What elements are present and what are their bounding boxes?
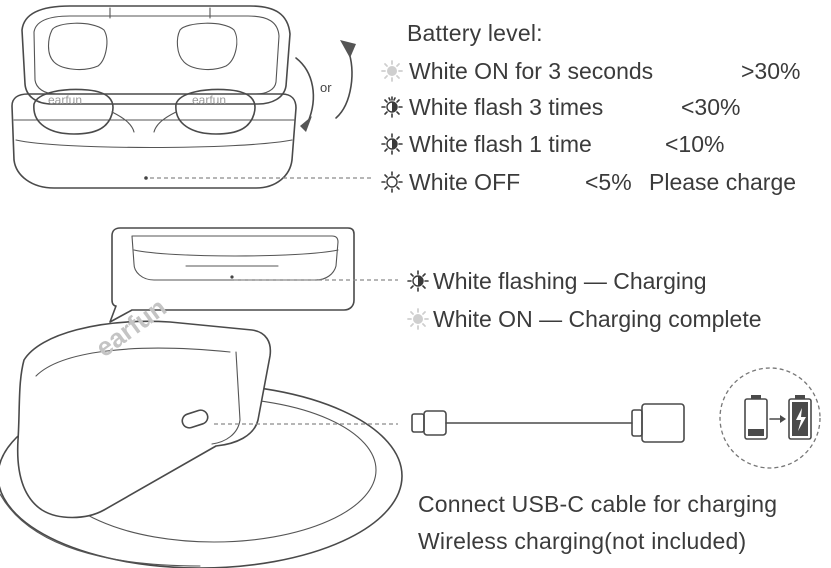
charging-complete-row: White ON — Charging complete	[407, 305, 827, 335]
charging-complete-text: White ON — Charging complete	[433, 306, 762, 332]
usb-c-cable	[411, 403, 685, 443]
light-on-icon	[407, 308, 429, 330]
battery-charging-icon	[719, 367, 821, 469]
light-flash-3-icon	[381, 96, 403, 118]
open-close-arrows	[295, 40, 356, 132]
battery-row-high: White ON for 3 seconds >30%	[381, 57, 821, 87]
or-label: or	[320, 80, 332, 95]
closed-charging-case: earfun	[16, 292, 272, 519]
battery-row-note: Please charge	[649, 169, 797, 195]
battery-row-label: White OFF	[409, 169, 521, 195]
battery-row-value: >30%	[741, 58, 801, 84]
battery-row-medium: White flash 3 times <30%	[381, 93, 821, 123]
battery-row-value: <5%	[585, 169, 632, 195]
charging-flashing-text: White flashing — Charging	[433, 268, 707, 294]
battery-level-heading: Battery level:	[407, 20, 543, 46]
charging-flashing-row: White flashing — Charging	[407, 267, 827, 297]
battery-row-label: White ON for 3 seconds	[409, 58, 654, 84]
battery-row-value: <30%	[681, 94, 741, 120]
light-flash-icon	[407, 270, 429, 292]
earbud-right-logo: earfun	[192, 93, 226, 107]
battery-row-empty: White OFF <5% Please charge	[381, 168, 821, 198]
light-on-icon	[381, 60, 403, 82]
battery-row-low: White flash 1 time <10%	[381, 130, 821, 160]
earbud-left-logo: earfun	[48, 93, 82, 107]
battery-row-value: <10%	[665, 131, 725, 157]
led-callout	[109, 227, 355, 323]
usb-c-charging-note: Connect USB-C cable for charging	[418, 491, 778, 517]
light-off-icon	[381, 171, 403, 193]
battery-row-label: White flash 3 times	[409, 94, 604, 120]
battery-row-label: White flash 1 time	[409, 131, 592, 157]
open-charging-case: earfun earfun	[11, 5, 297, 189]
light-flash-1-icon	[381, 133, 403, 155]
wireless-charging-note: Wireless charging(not included)	[418, 528, 747, 554]
